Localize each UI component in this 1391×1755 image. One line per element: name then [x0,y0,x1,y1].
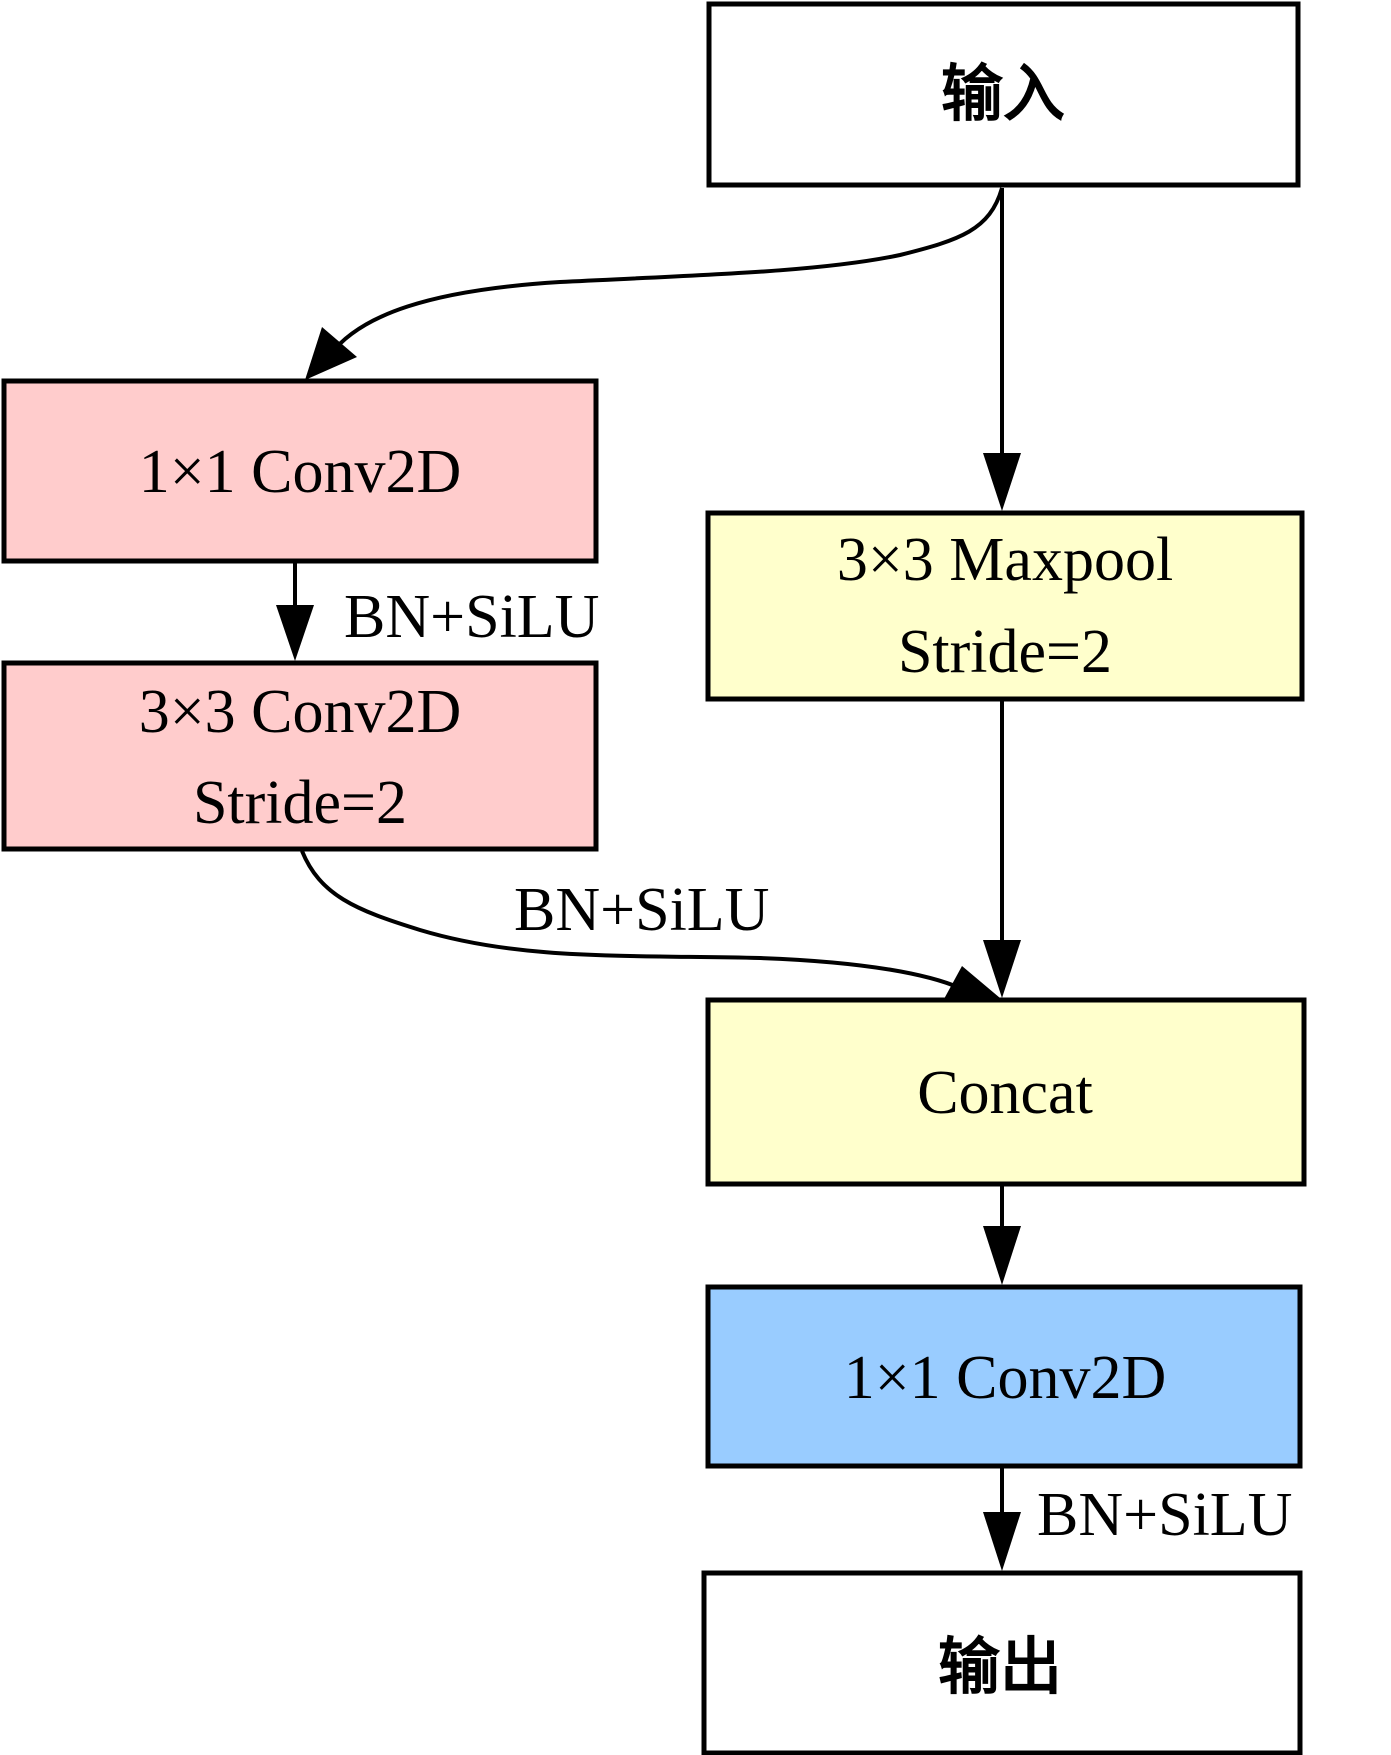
edge-conv3x3-to-concat [300,850,961,990]
node-maxpool-box [705,510,1305,702]
arrowhead-icon [983,1226,1021,1285]
node-output: 输出 [701,1570,1303,1755]
arrowhead-icon [276,605,314,661]
node-concat-label: Concat [917,1059,1093,1127]
node-conv3x3-left: 3×3 Conv2D Stride=2 [1,660,599,852]
arrowhead-icon [983,940,1021,998]
edge-input-to-conv1x1-left [328,187,1004,357]
arrowhead-icon [983,1512,1021,1571]
node-conv3x3-left-label-line2: Stride=2 [193,769,407,837]
arrowhead-icon [983,453,1021,511]
edge-label-bn-silu-3: BN+SiLU [1037,1481,1292,1549]
node-maxpool-label-line2: Stride=2 [898,618,1112,686]
edge-label-bn-silu-1: BN+SiLU [344,583,599,651]
node-conv1x1-left: 1×1 Conv2D [1,378,599,564]
arrowhead-icon [944,966,1000,999]
edge-label-bn-silu-2: BN+SiLU [514,876,769,944]
node-output-label: 输出 [938,1630,1062,1703]
node-input: 输入 [706,1,1301,188]
node-conv3x3-left-label-line1: 3×3 Conv2D [139,678,462,746]
node-conv1x1-out: 1×1 Conv2D [705,1284,1303,1469]
node-concat-box [705,997,1307,1187]
node-conv1x1-out-label: 1×1 Conv2D [844,1344,1167,1412]
arrowhead-icon [305,327,357,380]
node-conv1x1-out-box [705,1284,1303,1469]
node-conv1x1-left-box [1,378,599,564]
edges [276,187,1021,1571]
node-output-box [701,1570,1303,1755]
node-conv3x3-left-box [1,660,599,852]
node-maxpool: 3×3 Maxpool Stride=2 [705,510,1305,702]
node-conv1x1-left-label: 1×1 Conv2D [139,438,462,506]
node-maxpool-label-line1: 3×3 Maxpool [837,526,1173,594]
node-input-box [706,1,1301,188]
node-concat: Concat [705,997,1307,1187]
node-input-label: 输入 [941,57,1065,130]
